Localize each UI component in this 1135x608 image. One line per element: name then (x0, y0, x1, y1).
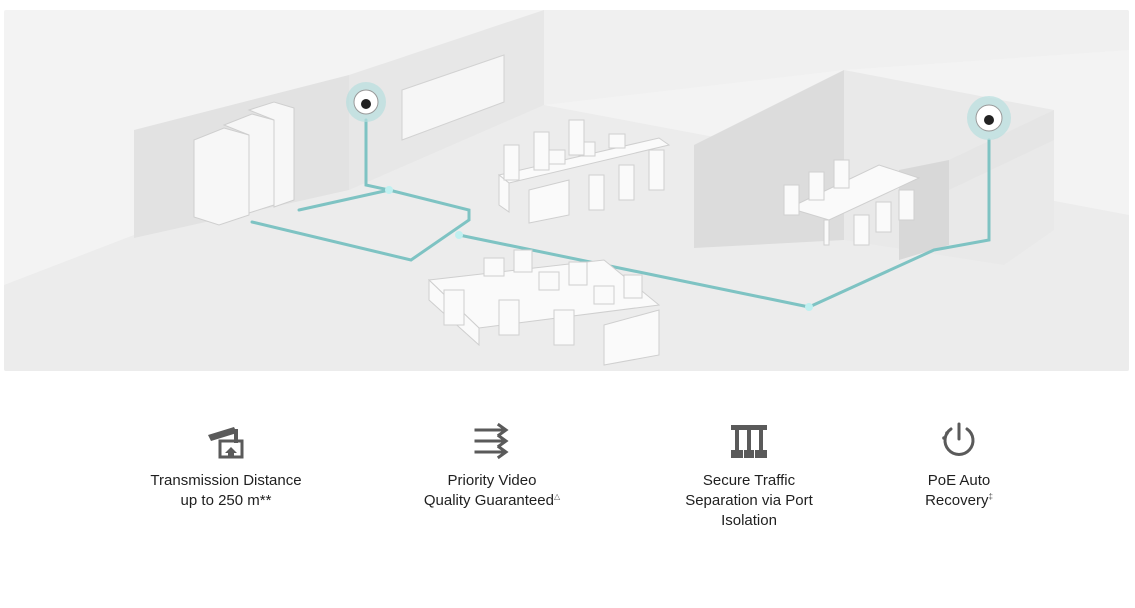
feature-label: Priority Video Quality Guaranteed△ (382, 471, 602, 511)
feature-transmission-distance: Transmission Distance up to 250 m** (116, 415, 336, 511)
feature-label: PoE Auto Recovery‡ (849, 471, 1069, 511)
feature-label-text: Priority Video Quality Guaranteed (423, 472, 554, 509)
feature-priority-video: Priority Video Quality Guaranteed△ (382, 415, 602, 511)
feature-list: Transmission Distance up to 250 m** Prio… (0, 415, 1135, 555)
feature-label: Secure Traffic Separation via Port Isola… (685, 472, 813, 529)
port-isolation-icon (731, 425, 767, 458)
footnote-marker: △ (553, 492, 561, 501)
feature-poe-auto-recovery: PoE Auto Recovery‡ (849, 415, 1069, 511)
feature-label: Transmission Distance up to 250 m** (150, 472, 302, 509)
office-network-illustration (4, 10, 1129, 371)
feature-label-text: PoE Auto Recovery (925, 472, 991, 509)
camera-distance-icon (208, 427, 244, 459)
power-recovery-icon (942, 422, 975, 456)
priority-arrows-icon (474, 422, 509, 460)
footnote-marker: ‡ (988, 492, 993, 501)
feature-port-isolation: Secure Traffic Separation via Port Isola… (639, 415, 859, 531)
